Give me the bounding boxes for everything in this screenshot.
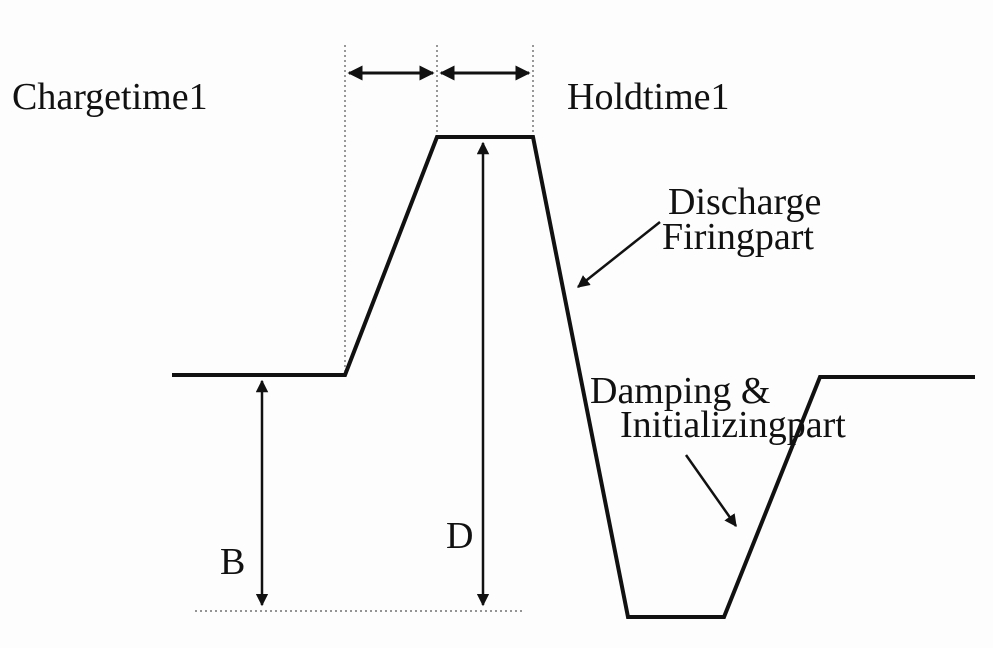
damping-label: Damping & bbox=[590, 370, 771, 412]
b-label: B bbox=[220, 541, 246, 583]
damping-pointer-arrow bbox=[684, 454, 738, 528]
discharge-label: Discharge bbox=[668, 181, 822, 223]
holdtime-label: Holdtime1 bbox=[567, 76, 730, 118]
d-label: D bbox=[446, 515, 474, 557]
firingpart-label: Firingpart bbox=[662, 216, 814, 258]
initializingpart-label: Initializingpart bbox=[620, 404, 846, 446]
waveform-line bbox=[172, 135, 975, 619]
chargetime-label: Chargetime1 bbox=[12, 76, 208, 118]
discharge-pointer-arrow bbox=[577, 221, 661, 288]
